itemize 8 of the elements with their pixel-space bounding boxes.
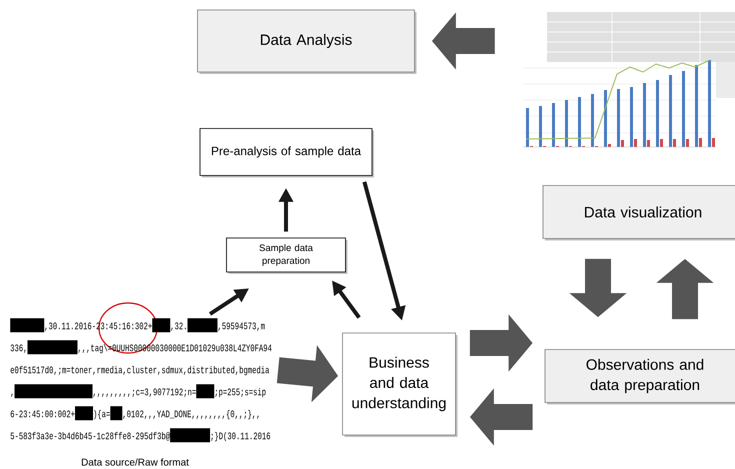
process-box: Business and data understanding (342, 332, 458, 437)
process-box: Sample data preparation (226, 238, 348, 274)
process-box: Pre-analysis of sample data (200, 128, 374, 178)
source-caption: Data source/Raw format (82, 458, 189, 466)
process-box: Observations and data preparation (544, 349, 735, 404)
process-box: Data visualization (542, 185, 735, 240)
process-box: Data Analysis (197, 10, 416, 74)
chart-screenshot-drawing (522, 12, 735, 148)
